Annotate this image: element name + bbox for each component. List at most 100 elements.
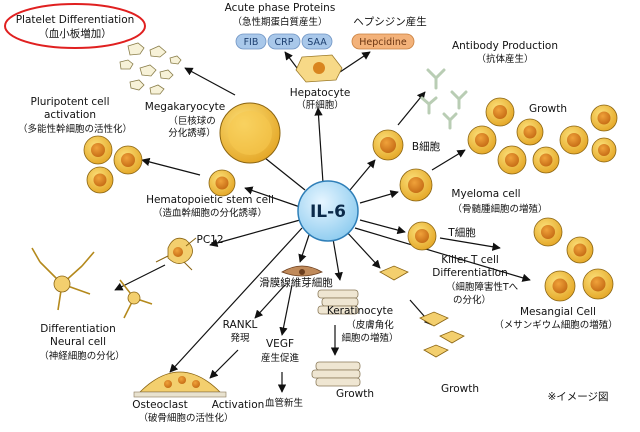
myeloma-en: Myeloma cell <box>451 188 520 200</box>
arrow-pc12-to-neural <box>114 264 166 291</box>
vegf-en: VEGF <box>266 338 294 350</box>
keratinocyte-right-cells-icon <box>379 265 465 358</box>
fibroblast-jp: 滑膜線維芽細胞 <box>259 276 333 289</box>
bcell-icon <box>372 129 404 161</box>
pill-fib-label: FIB <box>244 37 259 48</box>
acute-en: Acute phase Proteins <box>225 2 336 14</box>
keratinocyte-en: Keratinocyte <box>327 305 393 317</box>
growth-mid-label: Growth <box>336 388 374 400</box>
hepatocyte-en: Hepatocyte <box>290 87 351 99</box>
arrow-fibroblast-to-vegf <box>279 284 293 336</box>
killer-t-group: Killer T cell Differentiation （細胞障害性Tへ の… <box>432 217 594 306</box>
arrow-to-tcell <box>359 219 406 235</box>
antibody-en: Antibody Production <box>452 40 558 52</box>
neural-jp: （神経細胞の分化） <box>39 350 125 362</box>
skin-stack-icon <box>311 361 361 387</box>
hepatocyte-jp: （肝細胞） <box>296 99 344 111</box>
hematopoietic-group: Hematopoietic stem cell （造血幹細胞の分化誘導） <box>146 169 274 219</box>
mesangial-jp: （メサンギウム細胞の増殖） <box>494 319 618 331</box>
arrow-to-fibroblast <box>298 231 311 263</box>
growth-bottom-group: Growth <box>441 383 479 395</box>
myeloma-jp: （骨髄腫細胞の増殖） <box>452 203 547 215</box>
fibroblast-icon <box>281 265 323 277</box>
rankl-en: RANKL <box>223 319 258 331</box>
keratinocyte-jp1: （皮膚角化 <box>346 319 394 331</box>
hematopoietic-cell-icon <box>208 169 236 197</box>
killer-t-line2: Differentiation <box>432 267 507 279</box>
arrow-hsc-to-pluripotent <box>141 157 201 176</box>
neuron-icon <box>31 247 153 319</box>
hepcidine-jp: ヘプシジン産生 <box>353 15 427 28</box>
angio-jp: 血管新生 <box>265 397 304 409</box>
growth-mid-group: Growth <box>311 361 374 400</box>
highlight-ring <box>4 3 146 49</box>
arrow-tcell-to-killer <box>439 237 501 251</box>
pluripotent-line2: activation <box>44 109 96 121</box>
pill-crp: CRP <box>267 33 301 50</box>
keratinocyte-layer-icon <box>317 289 359 315</box>
tcell-label: T細胞 <box>447 226 476 239</box>
il6-center: IL-6 <box>297 180 359 242</box>
megakaryocyte-jp1: （巨核球の <box>168 115 216 127</box>
arrow-rankl-to-osteoclast <box>209 349 239 379</box>
hematopoietic-en: Hematopoietic stem cell <box>146 194 274 206</box>
angio-group: 血管新生 <box>265 397 304 409</box>
bcell-group: B細胞 <box>372 129 441 161</box>
hepcidine-group: ヘプシジン産生 Hepcidine <box>351 15 427 50</box>
myeloma-growth-group: Growth <box>467 97 618 175</box>
killer-t-jp2: の分化） <box>453 294 491 306</box>
arrow-myeloma-to-growth <box>431 149 466 171</box>
fibroblast-group: 滑膜線維芽細胞 <box>259 265 333 289</box>
arrow-bcell-to-antibody <box>397 91 426 126</box>
platelet-en: Platelet Differentiation <box>16 14 135 26</box>
vegf-group: VEGF 産生促進 <box>261 338 300 364</box>
arrows <box>114 51 531 393</box>
bcell-label: B細胞 <box>412 140 441 153</box>
tcell-group: T細胞 <box>407 221 476 251</box>
mesangial-en: Mesangial Cell <box>520 306 596 318</box>
arrow-hepatocyte-to-hepcidine <box>339 51 371 73</box>
myeloma-group: Myeloma cell （骨髄腫細胞の増殖） <box>399 168 548 215</box>
arrow-to-osteoclast <box>169 227 303 373</box>
pill-saa: SAA <box>301 33 333 50</box>
arrow-to-mesangial <box>354 227 531 282</box>
keratinocyte-group: Keratinocyte （皮膚角化 細胞の増殖） <box>317 289 399 344</box>
pc12-group: PC12 <box>155 234 224 271</box>
pill-crp-label: CRP <box>275 37 294 48</box>
arrow-to-pc12 <box>209 219 301 248</box>
neural-line2: Neural cell <box>50 336 106 348</box>
myeloma-cluster-icon <box>467 97 618 175</box>
arrow-to-keratinocyte-right <box>344 229 381 269</box>
megakaryocyte-icon <box>219 102 281 164</box>
tcell-icon <box>407 221 437 251</box>
pc12-label: PC12 <box>196 234 223 246</box>
osteoclast-jp: （破骨細胞の活性化） <box>138 412 233 424</box>
megakaryocyte-jp2: 分化誘導） <box>168 127 216 139</box>
neuron-body <box>53 275 71 293</box>
image-note-group: ※イメージ図 <box>547 391 608 403</box>
neural-line1: Differentiation <box>40 323 115 335</box>
killer-t-jp1: （細胞障害性Tへ <box>446 281 519 293</box>
arrow-to-bcell <box>349 159 376 191</box>
il6-label: IL-6 <box>310 202 346 222</box>
vegf-jp: 産生促進 <box>261 352 300 364</box>
acute-jp: （急性期蛋白質産生） <box>232 16 327 28</box>
pill-fib: FIB <box>235 33 267 50</box>
hepatocyte-group: Hepatocyte （肝細胞） <box>290 54 351 111</box>
myeloma-cell-icon <box>399 168 433 202</box>
antibody-group: Antibody Production （抗体産生） <box>420 40 558 130</box>
arrow-to-hematopoietic <box>244 186 301 208</box>
image-note: ※イメージ図 <box>547 391 608 403</box>
megakaryocyte-en: Megakaryocyte <box>145 101 225 113</box>
mesangial-cells-icon <box>544 268 614 302</box>
growth-top-label: Growth <box>529 103 567 115</box>
osteoclast-group: Osteoclast Activation （破骨細胞の活性化） <box>132 371 264 424</box>
platelet-jp: （血小板増加） <box>38 27 112 40</box>
antibody-icon <box>420 68 468 130</box>
arrow-to-platelet <box>184 67 236 96</box>
hepcidine-pill-label: Hepcidine <box>359 37 407 48</box>
platelet-fragments-icon <box>119 42 182 95</box>
acute-phase-group: Acute phase Proteins （急性期蛋白質産生） FIB CRP … <box>225 2 336 50</box>
stem-cells-icon <box>83 135 143 194</box>
